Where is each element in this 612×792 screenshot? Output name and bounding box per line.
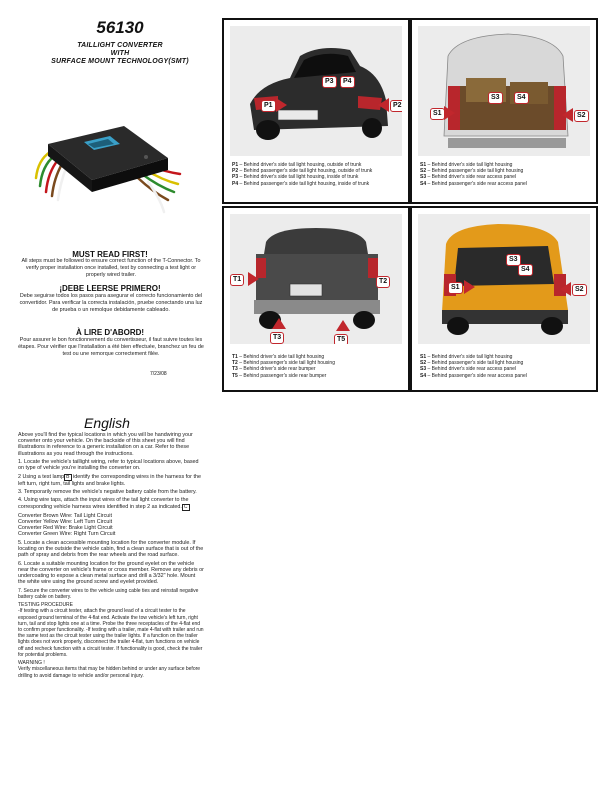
label-s2: S2 [574,110,589,122]
warning-title-en: MUST READ FIRST! [72,250,148,259]
xterra-captions: S1 – Behind driver's side tail light hou… [420,354,588,379]
arrow-t1 [248,272,259,286]
subtitle-line-1: TAILLIGHT CONVERTER [77,42,163,49]
converter-product-image [28,100,188,220]
photo-box-sedan: P3 P4 P1 P2 P1 – Behind driver's side ta… [222,18,410,204]
caption-t2: T2 – Behind passenger's side tail light … [232,360,335,367]
label-t2: T2 [376,276,391,288]
warning-title-es: ¡DEBE LEERSE PRIMERO! [59,284,161,293]
label-t3: T3 [270,332,285,344]
callout-b: B [64,473,72,481]
english-heading: English [84,415,130,431]
arrow-s2 [562,108,573,122]
suv-captions: S1 – Behind driver's side tail light hou… [420,162,588,187]
arrow-p1 [276,98,287,112]
label-p3: P3 [322,76,337,88]
wire-green: Converter Green Wire: Right Turn Circuit [18,531,116,538]
caption-p1: P1 – Behind driver's side tail light hou… [232,162,362,168]
caption-s3: S3 – Behind driver's side rear access pa… [420,366,517,373]
arrow-s2 [560,282,571,296]
product-subtitle: TAILLIGHT CONVERTER WITH SURFACE MOUNT T… [30,42,210,66]
label-s2: S2 [572,284,587,296]
wire-red: Converter Red Wire: Brake Light Circuit [18,525,113,532]
warning-title-fr: À LIRE D'ABORD! [75,328,145,337]
label-s1: S1 [430,108,445,120]
warning-title: WARNING ! [18,660,45,667]
label-s4: S4 [514,92,529,104]
arrow-t5 [336,320,350,331]
step-4: 4. Using wire taps, attach the input wir… [18,497,190,511]
photo-box-xterra: S3 S4 S1 S2 S1 – Behind driver's side ta… [410,206,598,392]
sedan-captions: P1 – Behind driver's side tail light hou… [232,162,400,187]
english-instructions: Above you'll find the typical locations … [18,432,204,681]
warning-text-en: All steps must be followed to ensure cor… [21,258,201,278]
label-p1: P1 [261,100,276,112]
caption-s1: S1 – Behind driver's side tail light hou… [420,354,513,360]
label-s4: S4 [518,264,533,276]
caption-p4: P4 – Behind passenger's side tail light … [232,180,370,187]
caption-t1: T1 – Behind driver's side tail light hou… [232,354,325,360]
caption-s2: S2 – Behind passenger's side tail light … [420,168,524,175]
arrow-t3 [272,318,286,329]
step-7: 7. Secure the converter wires to the veh… [18,587,199,600]
testing-title: TESTING PROCEDURE [18,602,74,609]
warning-text-fr: Pour assurer le bon fonctionnement du co… [18,337,204,357]
label-p4: P4 [340,76,355,88]
xterra-photo: S3 S4 S1 S2 [418,214,590,344]
testing-text: -If testing with a circuit tester, attac… [18,608,204,658]
label-s3: S3 [488,92,503,104]
step-6: 6. Locate a suitable mounting location f… [18,560,204,586]
label-t1: T1 [230,274,245,286]
label-s1: S1 [448,282,463,294]
warning-text: Verify miscellaneous items that may be h… [18,666,201,679]
caption-s4: S4 – Behind passenger's side rear access… [420,180,527,187]
subtitle-line-3: SURFACE MOUNT TECHNOLOGY(SMT) [51,58,189,65]
wire-yellow: Converter Yellow Wire: Left Turn Circuit [18,518,113,525]
caption-s4: S4 – Behind passenger's side rear access… [420,372,527,379]
step-5: 5. Locate a clean accessible mounting lo… [18,539,204,559]
truck-photo: T1 T2 T3 T5 [230,214,402,344]
photo-box-suv: S3 S4 S1 S2 S1 – Behind driver's side ta… [410,18,598,204]
arrow-p2 [378,98,389,112]
caption-p2: P2 – Behind passenger's side tail light … [232,168,373,175]
wire-list: Converter Brown Wire: Tail Light Circuit… [18,513,204,538]
suv-photo: S3 S4 S1 S2 [418,26,590,156]
step-3: 3. Temporarily remove the vehicle's nega… [18,488,197,495]
subtitle-line-2: WITH [110,50,130,57]
step-1: 1. Locate the vehicle's taillight wiring… [18,459,199,472]
sedan-photo: P3 P4 P1 P2 [230,26,402,156]
warning-text-es: Debe seguirse todos los pasos para asegu… [19,293,203,313]
caption-s1: S1 – Behind driver's side tail light hou… [420,162,513,168]
caption-p3: P3 – Behind driver's side tail light hou… [232,174,359,181]
photo-box-truck: T1 T2 T3 T5 T1 – Behind driver's side ta… [222,206,410,392]
part-number: 56130 [96,18,144,37]
truck-captions: T1 – Behind driver's side tail light hou… [232,354,400,379]
caption-s3: S3 – Behind driver's side rear access pa… [420,174,517,181]
callout-c: C [181,503,190,511]
arrow-s1 [464,280,475,294]
wire-brown: Converter Brown Wire: Tail Light Circuit [18,512,112,519]
caption-t5: T5 – Behind passenger's side rear bumper [232,372,327,379]
label-t5: T5 [334,334,349,344]
document-date: 7/23/08 [150,371,167,377]
label-p2: P2 [390,100,402,112]
label-s3: S3 [506,254,521,266]
caption-t3: T3 – Behind driver's side rear bumper [232,366,316,373]
intro-paragraph: Above you'll find the typical locations … [18,432,193,457]
arrow-s1 [444,106,455,120]
caption-s2: S2 – Behind passenger's side tail light … [420,360,524,367]
